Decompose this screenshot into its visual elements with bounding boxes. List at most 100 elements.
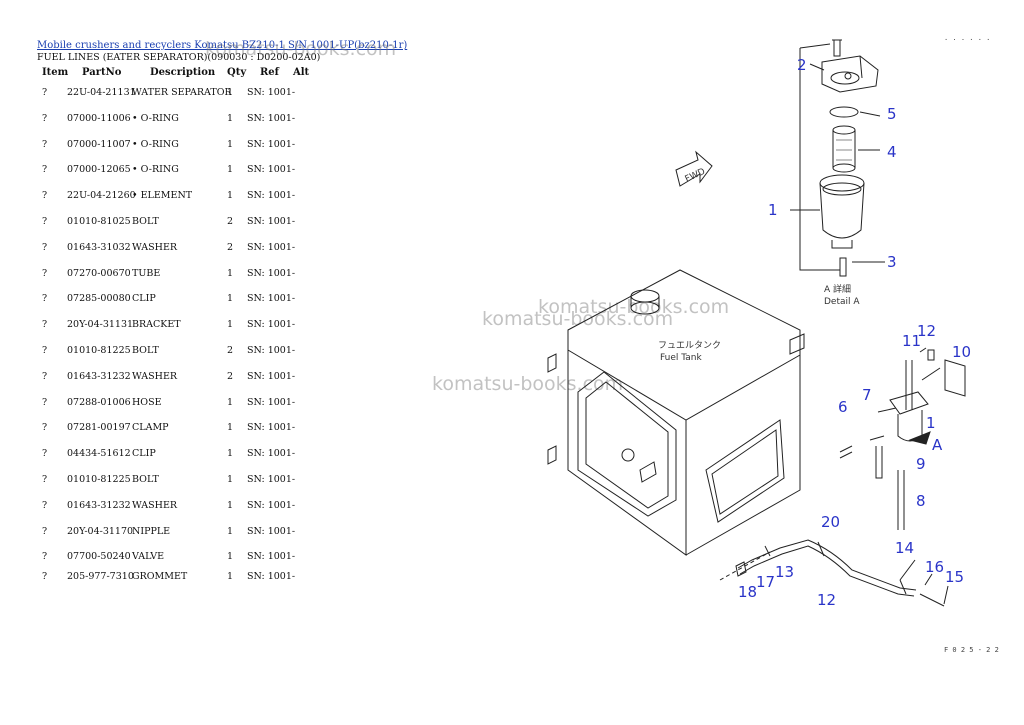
cell-item: ? <box>42 370 48 382</box>
detail-label: Detail A <box>824 297 860 307</box>
cell-description: • O-RING <box>132 112 179 124</box>
cell-partno: 20Y-04-31131 <box>67 319 134 331</box>
cell-description: BOLT <box>132 474 159 485</box>
callout-11: 11 <box>902 332 921 350</box>
view-letter-a: A <box>932 436 943 454</box>
cell-partno: 07288-01006 <box>67 396 131 408</box>
cell-ref: SN: 1001- <box>247 370 296 382</box>
drain-valve-shape <box>839 257 847 277</box>
cell-qty: 1 <box>227 138 234 150</box>
callout-7: 7 <box>862 386 872 404</box>
fwd-label: FWD <box>684 167 707 185</box>
callout-4: 5 <box>887 105 897 123</box>
cell-partno: 22U-04-21131 <box>67 87 136 98</box>
cell-qty: 1 <box>227 164 234 176</box>
drawing-code-bottom: F 0 2 5 - 2 2 <box>944 646 999 654</box>
cell-item: ? <box>42 474 48 485</box>
cell-qty: 1 <box>227 551 234 563</box>
cell-partno: 01010-81225 <box>67 474 131 485</box>
separator-bowl-shape <box>819 174 865 249</box>
cell-ref: SN: 1001- <box>247 448 296 460</box>
cell-qty: 2 <box>227 370 234 382</box>
callout-3: 3 <box>887 253 897 271</box>
cell-ref: SN: 1001- <box>247 241 296 253</box>
callout-14: 13 <box>775 563 794 581</box>
cell-partno: 07285-00080 <box>67 293 131 305</box>
cell-partno: 07000-12065 <box>67 164 131 176</box>
cell-qty: 1 <box>227 396 234 408</box>
breadcrumb-link[interactable]: Mobile crushers and recyclers Komatsu BZ… <box>37 40 408 51</box>
callout-19: 18 <box>738 583 757 601</box>
page-subtitle: FUEL LINES (EATER SEPARATOR)(090030 : D0… <box>37 52 321 63</box>
cell-ref: SN: 1001- <box>247 474 296 485</box>
cell-partno: 07700-50240 <box>67 551 131 563</box>
view-arrow-icon <box>908 431 931 445</box>
cell-ref: SN: 1001- <box>247 267 296 279</box>
cell-item: ? <box>42 571 48 583</box>
col-header-description: Description <box>150 67 216 78</box>
cell-item: ? <box>42 190 48 202</box>
fwd-arrow-icon <box>675 150 713 187</box>
cell-qty: 1 <box>227 474 234 485</box>
cell-ref: SN: 1001- <box>247 190 296 202</box>
cell-item: ? <box>42 112 48 124</box>
cell-ref: SN: 1001- <box>247 571 296 583</box>
cell-description: VALVE <box>132 551 165 563</box>
cell-item: ? <box>42 293 48 305</box>
col-header-qty: Qty <box>227 67 247 78</box>
cell-description: BRACKET <box>132 319 181 331</box>
cell-item: ? <box>42 241 48 253</box>
callout-17: 16 <box>925 558 944 576</box>
cell-description: • O-RING <box>132 138 179 150</box>
cell-item: ? <box>42 422 48 434</box>
cell-qty: 1 <box>227 87 234 98</box>
watermark-text: komatsu-books.com <box>538 296 730 318</box>
callout-15: 14 <box>895 539 914 557</box>
water-separator-head <box>821 39 879 93</box>
cell-description: WASHER <box>132 241 178 253</box>
cell-description: BOLT <box>132 216 159 227</box>
mounted-separator-shape <box>839 347 966 530</box>
cell-qty: 1 <box>227 422 234 434</box>
watermark-text: komatsu-books.com <box>482 308 674 330</box>
cell-description: • O-RING <box>132 164 179 176</box>
watermark-text: komatsu-books.com <box>205 38 397 60</box>
cell-item: ? <box>42 551 48 563</box>
cell-item: ? <box>42 525 48 537</box>
cell-item: ? <box>42 216 48 227</box>
cell-qty: 2 <box>227 241 234 253</box>
callout-1: 1 <box>768 201 778 219</box>
cell-qty: 1 <box>227 190 234 202</box>
cell-item: ? <box>42 267 48 279</box>
cell-partno: 01010-81025 <box>67 216 131 227</box>
cell-description: WASHER <box>132 499 178 511</box>
cell-item: ? <box>42 319 48 331</box>
filter-element-shape <box>832 125 856 173</box>
cell-partno: 22U-04-21260 <box>67 190 136 202</box>
watermark-text: komatsu-books.com <box>432 373 624 395</box>
cell-partno: 07270-00670 <box>67 267 131 279</box>
cell-item: ? <box>42 396 48 408</box>
cell-partno: 04434-51612 <box>67 448 131 460</box>
cell-qty: 1 <box>227 571 234 583</box>
cell-partno: 07000-11007 <box>67 138 131 150</box>
cell-item: ? <box>42 87 48 98</box>
tank-label-jp: フュエルタンク <box>658 340 721 351</box>
cell-ref: SN: 1001- <box>247 422 296 434</box>
cell-qty: 2 <box>227 345 234 356</box>
detail-label-jp: A 詳細 <box>824 283 851 295</box>
callout-12: 12 <box>917 322 936 340</box>
cell-item: ? <box>42 164 48 176</box>
cell-description: WASHER <box>132 370 178 382</box>
cell-description: • ELEMENT <box>132 190 193 202</box>
cell-ref: SN: 1001- <box>247 216 296 227</box>
callout-2: 2 <box>797 56 807 74</box>
cell-item: ? <box>42 448 48 460</box>
cell-description: NIPPLE <box>132 525 171 537</box>
cell-ref: SN: 1001- <box>247 138 296 150</box>
cell-ref: SN: 1001- <box>247 293 296 305</box>
cell-item: ? <box>42 345 48 356</box>
cell-qty: 1 <box>227 267 234 279</box>
cell-qty: 1 <box>227 112 234 124</box>
